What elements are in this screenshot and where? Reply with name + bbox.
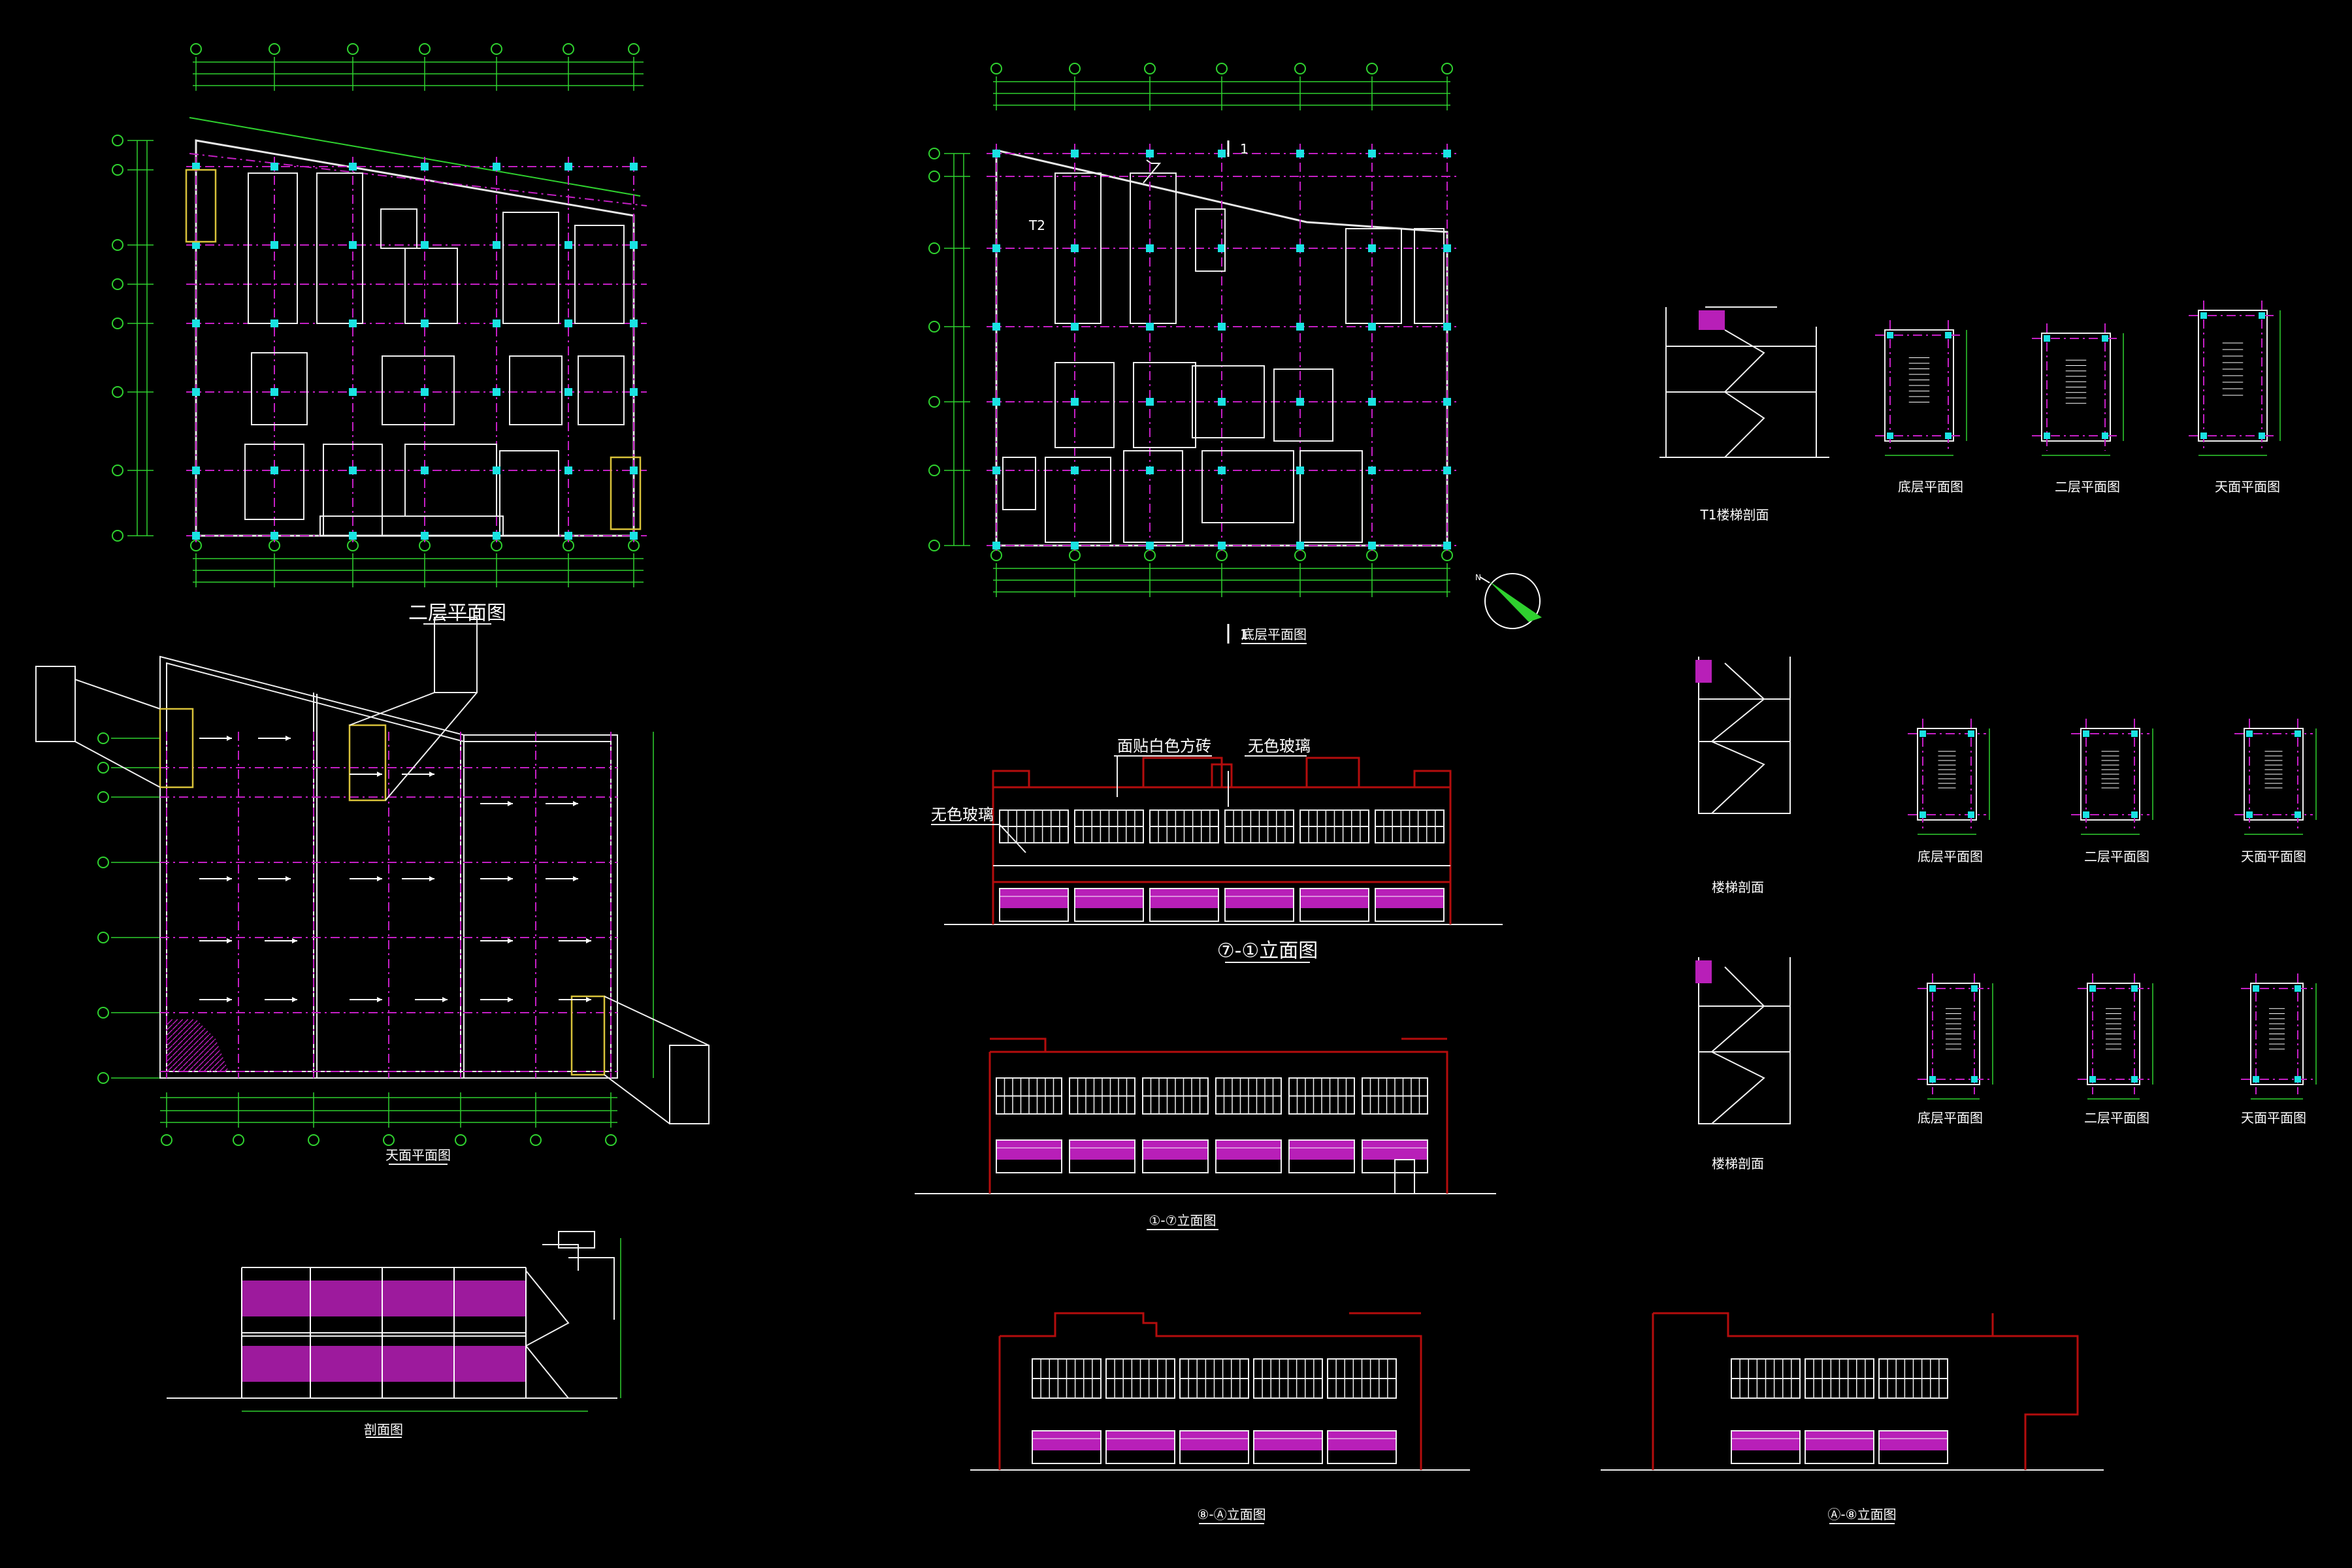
stair-plan-title-r3c3: 天面平面图 — [2241, 1110, 2306, 1126]
floor2-plan-title: 二层平面图 — [408, 602, 506, 625]
floor2-plan-stairs — [185, 169, 642, 531]
roof-plan-dimensions — [97, 732, 654, 1146]
elevation-side-b-title: Ⓐ-⑧立面图 — [1827, 1507, 1896, 1522]
stair-plan-title-r2c2: 二层平面图 — [2084, 849, 2149, 864]
stair-plan-title-r1c2: 二层平面图 — [2055, 479, 2120, 495]
ground-plan: 1 1 T2 底层平面图 N — [928, 63, 1542, 644]
tile-note-main: 面贴白色方砖 — [1117, 737, 1211, 755]
svg-text:N: N — [1475, 573, 1481, 582]
stair-plan-title-r2c3: 天面平面图 — [2241, 849, 2306, 864]
roof-plan-grid — [160, 732, 617, 1078]
stair-t1-section: T1楼梯剖面 — [1659, 306, 1829, 523]
svg-text:1: 1 — [1240, 141, 1249, 157]
glass-note-main-right: 无色玻璃 — [1248, 737, 1311, 755]
stair-section-2-title: 楼梯剖面 — [1712, 879, 1764, 895]
elevation-side-b: Ⓐ-⑧立面图 — [1601, 1312, 2104, 1524]
stair-plan-title-r2c1: 底层平面图 — [1918, 849, 1983, 864]
roof-plan-stairs — [35, 617, 710, 1124]
ground-plan-rooms — [1002, 172, 1445, 543]
stair-section-2: 楼梯剖面 — [1695, 657, 1791, 895]
elevation-1-7: ①-⑦立面图 — [915, 1037, 1496, 1230]
roof-plan-title: 天面平面图 — [385, 1147, 451, 1163]
floor2-plan-rooms — [244, 172, 625, 536]
t2-stair-tag: T2 — [1028, 218, 1045, 233]
stair-plan-title-r1c1: 底层平面图 — [1898, 479, 1963, 495]
section-dimensions — [242, 1238, 621, 1412]
floor2-plan: 二层平面图 — [112, 43, 647, 625]
stair-plan-title-r3c1: 底层平面图 — [1918, 1110, 1983, 1126]
ground-plan-grid — [987, 144, 1457, 552]
stair-t1-section-title: T1楼梯剖面 — [1700, 507, 1769, 523]
ground-plan-columns — [992, 150, 1451, 549]
glass-note-main-left: 无色玻璃 — [931, 806, 994, 824]
floor2-plan-columns — [192, 163, 638, 540]
stair-details: T1楼梯剖面 楼梯剖面 楼梯剖面 底层平面图 二层平面图 天面平面图 底层平面图… — [1659, 301, 2317, 1171]
stair-plan-title-r3c2: 二层平面图 — [2084, 1110, 2149, 1126]
section-mark-top: 1 — [1227, 140, 1249, 157]
elevation-side-a-title: ⑧-Ⓐ立面图 — [1197, 1507, 1266, 1522]
floor2-plan-walls — [189, 117, 647, 537]
elevation-1-7-title: ①-⑦立面图 — [1149, 1213, 1216, 1228]
elevation-side-a: ⑧-Ⓐ立面图 — [970, 1312, 1470, 1524]
building-section: 剖面图 — [167, 1231, 621, 1438]
svg-text:1: 1 — [1240, 627, 1249, 642]
section-title: 剖面图 — [364, 1422, 403, 1437]
ground-plan-dimensions — [928, 63, 1453, 597]
roof-plan: 天面平面图 — [35, 617, 710, 1165]
elevation-main: 无色玻璃 面贴白色方砖 无色玻璃 ⑦-①立面图 — [931, 737, 1503, 963]
stair-section-3: 楼梯剖面 — [1695, 957, 1791, 1171]
north-arrow-icon: N — [1475, 573, 1542, 629]
stair-plan-title-r1c3: 天面平面图 — [2215, 479, 2280, 495]
ground-plan-title: 底层平面图 — [1241, 627, 1307, 642]
roof-plan-drain-arrows — [199, 736, 591, 1002]
stair-section-3-title: 楼梯剖面 — [1712, 1156, 1764, 1171]
floor2-plan-dimensions — [112, 43, 644, 587]
elevation-main-title: ⑦-①立面图 — [1217, 939, 1318, 962]
section-mark-bottom: 1 — [1227, 624, 1249, 644]
